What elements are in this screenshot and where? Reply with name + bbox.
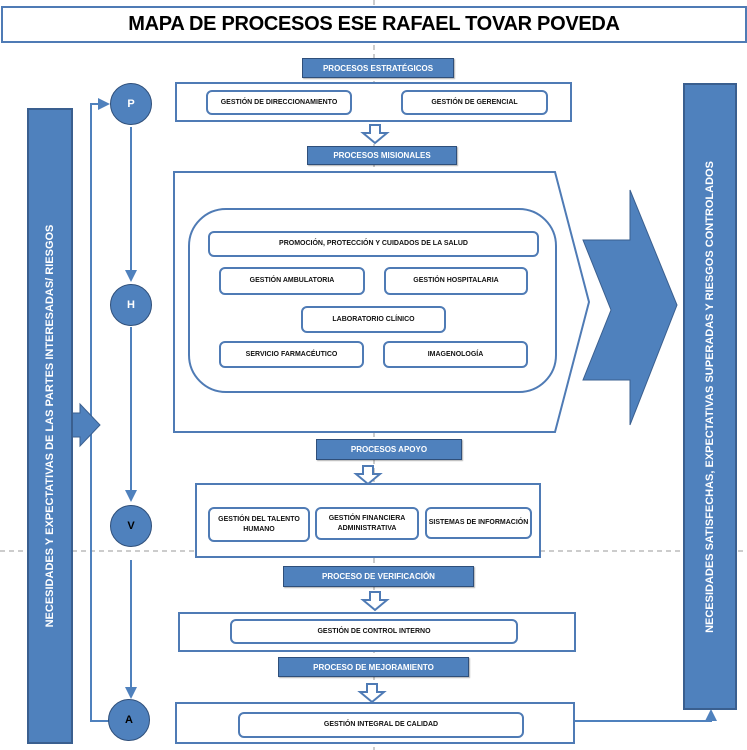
mejoramiento-header: PROCESO DE MEJORAMIENTO	[278, 657, 469, 677]
misionales-header: PROCESOS MISIONALES	[307, 146, 457, 165]
estrategicos-header: PROCESOS ESTRATÉGICOS	[302, 58, 454, 78]
process-talento-humano[interactable]: GESTIÓN DEL TALENTO HUMANO	[208, 507, 310, 542]
verificacion-header: PROCESO DE VERIFICACIÓN	[283, 566, 474, 587]
output-results-bar: NECESIDADES SATISFECHAS, EXPECTATIVAS SU…	[683, 83, 737, 710]
output-connector	[575, 709, 717, 722]
cycle-check-circle: V	[110, 505, 152, 547]
process-farmaceutico[interactable]: SERVICIO FARMACÉUTICO	[219, 341, 364, 368]
process-hospitalaria[interactable]: GESTIÓN HOSPITALARIA	[384, 267, 528, 295]
cycle-act-circle: A	[108, 699, 150, 741]
process-direccionamiento[interactable]: GESTIÓN DE DIRECCIONAMIENTO	[206, 90, 352, 115]
cycle-return-connector	[90, 98, 110, 722]
process-calidad[interactable]: GESTIÓN INTEGRAL DE CALIDAD	[238, 712, 524, 738]
cycle-do-circle: H	[110, 284, 152, 326]
process-control-interno[interactable]: GESTIÓN DE CONTROL INTERNO	[230, 619, 518, 644]
down-arrow-icon	[353, 465, 383, 486]
cycle-plan-circle: P	[110, 83, 152, 125]
process-laboratorio[interactable]: LABORATORIO CLÍNICO	[301, 306, 446, 333]
down-arrow-icon	[360, 124, 390, 145]
apoyo-header: PROCESOS APOYO	[316, 439, 462, 460]
process-promocion-salud[interactable]: PROMOCIÓN, PROTECCIÓN Y CUIDADOS DE LA S…	[208, 231, 539, 257]
process-ambulatoria[interactable]: GESTIÓN AMBULATORIA	[219, 267, 365, 295]
process-gerencial[interactable]: GESTIÓN DE GERENCIAL	[401, 90, 548, 115]
down-arrow-icon	[357, 683, 387, 704]
input-arrow	[69, 402, 101, 448]
output-results-label: NECESIDADES SATISFECHAS, EXPECTATIVAS SU…	[704, 160, 716, 633]
process-imagenologia[interactable]: IMAGENOLOGÍA	[383, 341, 528, 368]
process-sistemas-informacion[interactable]: SISTEMAS DE INFORMACIÓN	[425, 507, 532, 539]
input-needs-label: NECESIDADES Y EXPECTATIVAS DE LAS PARTES…	[44, 224, 56, 628]
down-arrow-icon	[360, 591, 390, 612]
input-needs-bar: NECESIDADES Y EXPECTATIVAS DE LAS PARTES…	[27, 108, 73, 744]
page-title: MAPA DE PROCESOS ESE RAFAEL TOVAR POVEDA	[1, 6, 747, 43]
output-arrow	[582, 189, 678, 426]
process-financiera[interactable]: GESTIÓN FINANCIERA ADMINISTRATIVA	[315, 507, 419, 540]
